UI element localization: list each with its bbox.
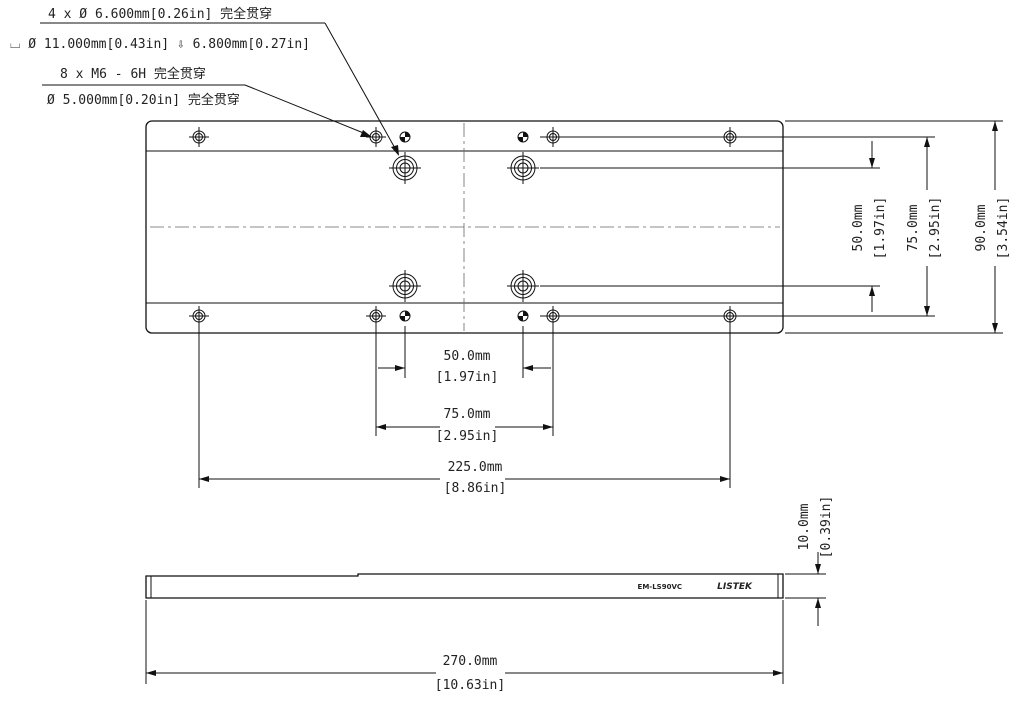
- h270-mm: 270.0mm: [443, 654, 498, 669]
- logo-engraving: LISTEK: [717, 582, 753, 592]
- reference-lines-right: [540, 120, 1003, 334]
- h270-in: [10.63in]: [435, 678, 505, 693]
- counterbored-holes: [389, 152, 539, 302]
- clearance-hole-callout: 4 x Ø 6.600mm[0.26in] 完全贯穿 ⌴ Ø 11.000mm[…: [10, 6, 399, 156]
- h50-in: [1.97in]: [436, 370, 499, 385]
- v90-in: [3.54in]: [996, 197, 1011, 260]
- dimension-225mm-horizontal: 225.0mm [8.86in]: [199, 460, 730, 496]
- dimension-75mm-vertical: 75.0mm [2.95in]: [906, 137, 943, 316]
- dimension-270mm-horizontal: 270.0mm [10.63in]: [145, 600, 784, 693]
- h225-in: [8.86in]: [444, 481, 507, 496]
- model-engraving: EM-LS90VC: [638, 583, 682, 591]
- dimension-75mm-horizontal: 75.0mm [2.95in]: [376, 407, 553, 444]
- h50-mm: 50.0mm: [444, 349, 491, 364]
- v10-mm: 10.0mm: [797, 503, 812, 550]
- v90-mm: 90.0mm: [974, 204, 989, 251]
- v75-mm: 75.0mm: [906, 204, 921, 251]
- v50-in: [1.97in]: [873, 197, 888, 260]
- plate-side-view: LISTEK EM-LS90VC: [145, 573, 784, 599]
- h75-mm: 75.0mm: [444, 407, 491, 422]
- dimension-50mm-vertical: 50.0mm [1.97in]: [851, 141, 888, 312]
- extension-lines-bottom: [198, 326, 731, 488]
- h75-in: [2.95in]: [436, 429, 499, 444]
- tapped-callout-line1: 8 x M6 - 6H 完全贯穿: [60, 66, 206, 82]
- dimension-10mm-vertical: 10.0mm [0.39in]: [785, 496, 834, 626]
- v75-in: [2.95in]: [928, 197, 943, 260]
- counterbore-callout-line2: ⌴ Ø 11.000mm[0.43in] ⇩ 6.800mm[0.27in]: [10, 37, 310, 52]
- dimension-90mm-vertical: 90.0mm [3.54in]: [974, 121, 1011, 333]
- tapped-holes: [189, 127, 740, 326]
- dimension-50mm-horizontal: 50.0mm [1.97in]: [378, 349, 551, 385]
- plate-top-view: [145, 120, 784, 334]
- clearance-callout-line1: 4 x Ø 6.600mm[0.26in] 完全贯穿: [48, 6, 272, 22]
- v10-in: [0.39in]: [819, 496, 834, 559]
- h225-mm: 225.0mm: [448, 460, 503, 475]
- tapped-callout-line2: Ø 5.000mm[0.20in] 完全贯穿: [47, 92, 240, 108]
- tapped-hole-callout: 8 x M6 - 6H 完全贯穿 Ø 5.000mm[0.20in] 完全贯穿: [42, 66, 372, 137]
- centroid-markers: [399, 131, 529, 322]
- v50-mm: 50.0mm: [851, 204, 866, 251]
